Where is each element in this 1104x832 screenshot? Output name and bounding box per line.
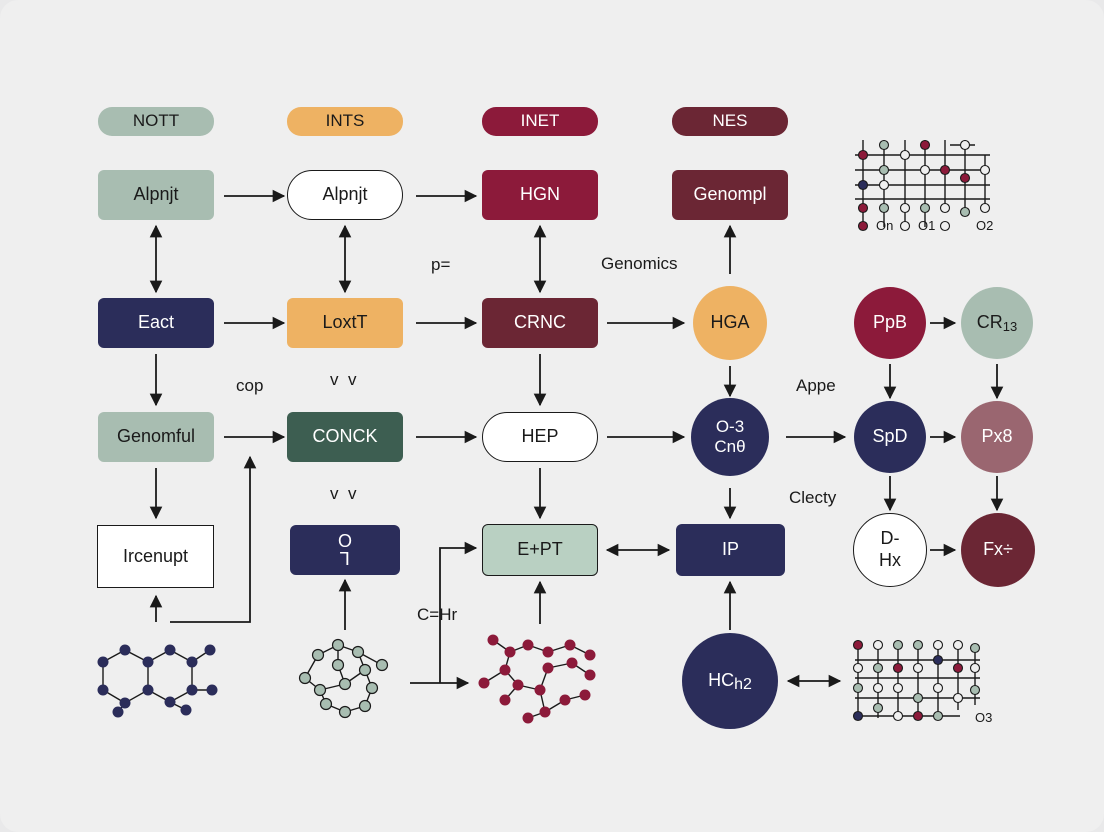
node-hga: HGA — [693, 286, 767, 360]
node-ip: IP — [676, 524, 785, 576]
circuit-label-o2: O2 — [976, 218, 994, 233]
header-inet: INET — [482, 107, 598, 136]
label-vv-2: v v — [330, 484, 357, 503]
node-genomful: Genomful — [98, 412, 214, 462]
node-cr13-label: CR — [976, 312, 1003, 333]
label-genomics: Genomics — [601, 254, 678, 273]
node-hep: HEP — [482, 412, 598, 462]
node-conck: CONCK — [287, 412, 403, 462]
node-fx: Fx÷ — [961, 513, 1035, 587]
molecule-network-3 — [478, 634, 596, 724]
circuit-diagram-bottom — [852, 639, 981, 722]
label-cop: cop — [236, 376, 264, 395]
node-o-box: O ⅂ — [290, 525, 400, 575]
node-o3-cn: O-3 Cnθ — [691, 398, 769, 476]
node-hgn: HGN — [482, 170, 598, 220]
node-hch2-label: HC — [708, 670, 735, 691]
label-clecty: Clecty — [789, 488, 837, 507]
header-ints: INTS — [287, 107, 403, 136]
node-genompl: Genompl — [672, 170, 788, 220]
node-hch2-subscript: h2 — [734, 676, 752, 694]
node-alpnjt-mid: Alpnjt — [287, 170, 403, 220]
node-spd: SpD — [854, 401, 926, 473]
molecule-network-1 — [97, 644, 218, 718]
node-dhx: D- Hx — [853, 513, 927, 587]
molecule-network-2 — [298, 638, 389, 719]
header-nes: NES — [672, 107, 788, 136]
label-appe: Appe — [796, 376, 836, 395]
node-ppb: PpB — [854, 287, 926, 359]
node-ircenupt: Ircenupt — [97, 525, 214, 588]
node-px8: Px8 — [961, 401, 1033, 473]
label-p-eq: p= — [431, 255, 451, 274]
label-vv-1: v v — [330, 370, 357, 389]
node-cr13-subscript: 13 — [1002, 319, 1018, 335]
node-crnc: CRNC — [482, 298, 598, 348]
node-eact: Eact — [98, 298, 214, 348]
label-c-hr: C=Hr — [417, 605, 458, 624]
node-ept: E+PT — [482, 524, 598, 576]
circuit-label-o3: O3 — [975, 710, 993, 725]
circuit-label-o1: O1 — [918, 218, 936, 233]
node-alpnjt-left: Alpnjt — [98, 170, 214, 220]
edge-network-to-conck-elbow — [170, 455, 257, 623]
header-nott: NOTT — [98, 107, 214, 136]
circuit-label-on: On — [876, 218, 894, 233]
edge-chr-to-ept-elbow — [439, 541, 478, 683]
circuit-diagram-top — [855, 139, 991, 232]
node-loxtt: LoxtT — [287, 298, 403, 348]
